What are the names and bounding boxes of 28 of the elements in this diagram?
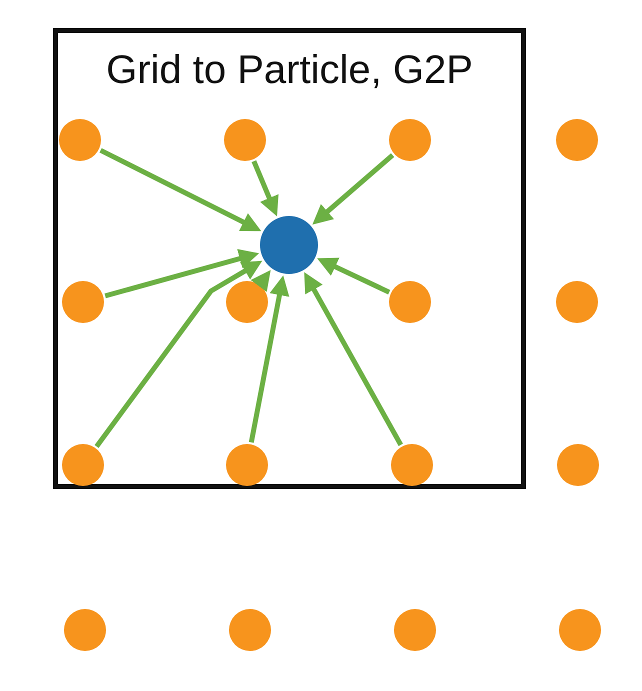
grid-node-circle (229, 609, 271, 651)
grid-node-circle (394, 609, 436, 651)
grid-node-circle (391, 444, 433, 486)
arrow (250, 270, 271, 292)
grid-node-circle (224, 119, 266, 161)
arrow (304, 272, 403, 446)
grid-node-circle (556, 281, 598, 323)
grid-node-circle (226, 281, 268, 323)
grid-node-circle (64, 609, 106, 651)
grid-node-circle (557, 444, 599, 486)
arrow (317, 258, 390, 294)
grid-node-circle (62, 444, 104, 486)
grid-node-circle (226, 444, 268, 486)
particle-circle (260, 216, 318, 274)
arrow (104, 249, 260, 298)
grid-node-circle (559, 609, 601, 651)
arrow (248, 275, 290, 443)
square-frame (53, 28, 526, 489)
grid-node-circle (59, 119, 101, 161)
grid-node-circle (62, 281, 104, 323)
frame-title: Grid to Particle, G2P (106, 47, 473, 93)
grid-node-circle (556, 119, 598, 161)
grid-node-circle (389, 119, 431, 161)
arrow (99, 148, 262, 232)
arrow (312, 153, 394, 225)
arrow (94, 260, 262, 448)
grid-node-circle (389, 281, 431, 323)
arrow (252, 160, 279, 216)
